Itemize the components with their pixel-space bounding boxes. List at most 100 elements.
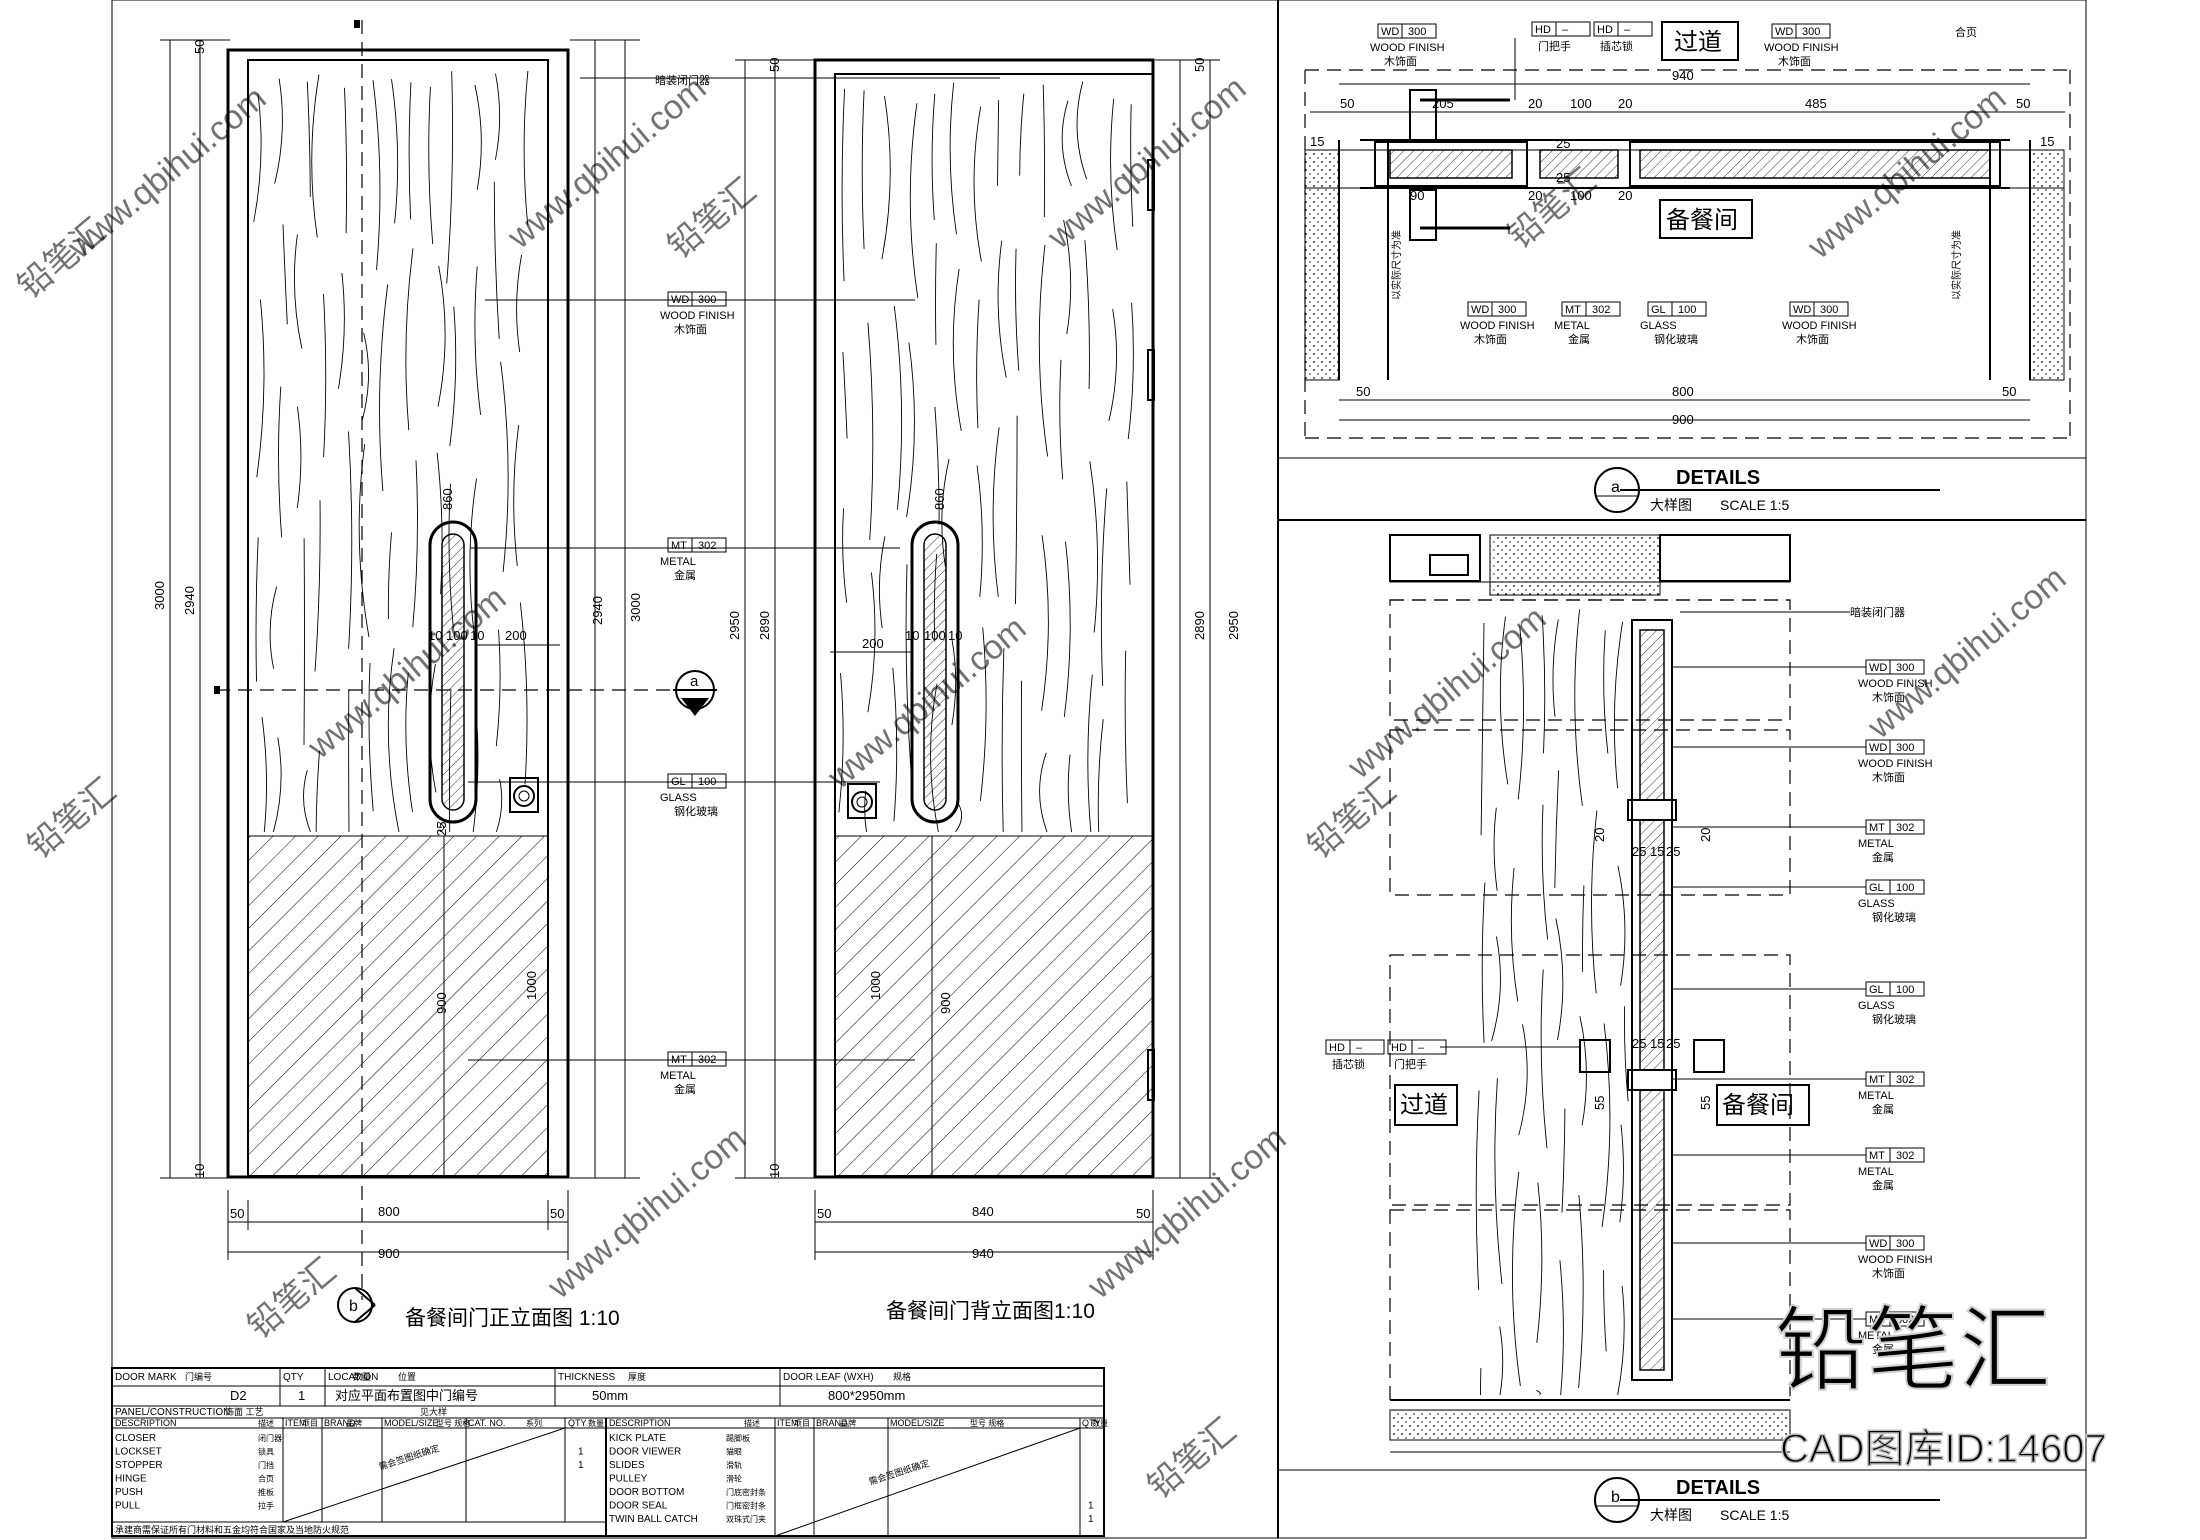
sched-r6-qty: 1 [1088,1514,1094,1525]
detail-b-glass-1-num: 100 [1896,882,1914,894]
dim-front-seg1: 10 [428,628,442,643]
dim-front-bottom10: 10 [192,1164,207,1178]
dim-back-seg2: 100 [924,628,946,643]
door-schedule [111,1367,1105,1537]
sched-h3-en: THICKNESS [558,1372,616,1383]
sched-hl-1: 描述 [258,1418,274,1428]
detail-b-door-section [1631,619,1673,1381]
dim-front-25: 25 [434,822,449,836]
dim-back-side-r: 50 [1136,1206,1150,1221]
sched-h4-en: DOOR LEAF (WXH) [783,1372,874,1383]
detail-a-bot-1: 50 [1356,384,1370,399]
wm-logo-6: 铅笔汇 [241,1251,344,1346]
detail-a-tag-wood-tl-cn: 木饰面 [1384,54,1417,68]
detail-b-small-9: 55 [1592,1096,1607,1110]
detail-a-tag-bolt-cn: 插芯锁 [1600,39,1633,53]
front-tag-metal-2-en: METAL [660,1070,696,1082]
sched-h1-cn: 数量 [353,1371,371,1382]
detail-b-tag-pull: HD–门把手 [1387,1039,1447,1071]
sched-hl-3: 项目 [302,1419,318,1428]
detail-b-wood-1-code: WD [1869,662,1887,674]
detail-a-small-8: 15 [2040,134,2054,149]
detail-a: 50 205 20 100 20 485 50 940 50 800 50 90… [1304,21,2071,439]
detail-a-tag-metal-num: 302 [1592,304,1610,316]
sched-r6-en: TWIN BALL CATCH [609,1514,698,1525]
detail-b-glass-2-en: GLASS [1858,1000,1895,1012]
sched-hl-5: 品牌 [346,1418,362,1428]
front-view-title: 备餐间门正立面图 1:10 [405,1307,620,1330]
sched-hr-2: ITEM [777,1418,799,1428]
detail-b-metal-3-cn: 金属 [1872,1178,1894,1192]
front-tag-wood-en: WOOD FINISH [660,310,735,322]
detail-b-wood-2-num: 300 [1896,742,1914,754]
dim-back-top50r: 50 [1192,58,1207,72]
detail-b-metal-3-code: MT [1869,1150,1885,1162]
wm-logo-7: 铅笔汇 [1141,1411,1244,1506]
sched-r2-cn: 滑轨 [726,1460,742,1470]
front-tag-metal-2-code: MT [671,1054,687,1066]
sched-hl-2: ITEM [285,1418,307,1428]
wm-url-8: www.qbihui.com [540,1119,753,1307]
detail-b-metal-1-en: METAL [1858,838,1894,850]
detail-a-dim-7: 50 [2016,96,2030,111]
dim-back-900v: 900 [938,992,953,1014]
wm-cad-id: CAD图库ID:14607 [1780,1427,2107,1471]
sched-l2-cn: 门挡 [258,1460,274,1470]
front-pull-handle [428,520,478,824]
sched-hr-8: QTY [1082,1418,1101,1428]
sched-panel-en: PANEL/CONSTRUCTION [115,1407,230,1418]
detail-a-tag-wood-tr-num: 300 [1802,26,1820,38]
detail-a-tag-wood-bl-num: 300 [1498,304,1516,316]
detail-a-tag-glass-cn: 钢化玻璃 [1654,332,1698,346]
sched-hl-9: 系列 [526,1418,542,1428]
detail-b-glass-2-num: 100 [1896,984,1914,996]
detail-a-dim-2: 205 [1432,96,1454,111]
sched-h0-en: DOOR MARK [115,1372,177,1383]
detail-b-metal-2-num: 302 [1896,1074,1914,1086]
front-view-marker: b [337,1287,376,1323]
detail-b-metal-4-code: MT [1869,1314,1885,1326]
dim-front-side-r: 50 [550,1206,564,1221]
back-view-title: 备餐间门背立面图1:10 [886,1300,1095,1323]
front-kick-panel [247,835,549,1177]
back-kick-panel [834,835,1154,1177]
wm-logo-5: 铅笔汇 [1301,771,1404,866]
front-wood-grain [253,70,529,833]
wm-logo-2: 铅笔汇 [661,171,764,266]
detail-a-pantry: 备餐间 [1666,207,1738,234]
wm-big-logo: 铅笔汇 [1775,1300,2051,1402]
dim-front-900v: 900 [434,992,449,1014]
detail-a-small-5: 25 [1556,136,1570,151]
detail-b-wood-3-cn: 木饰面 [1872,1266,1905,1280]
detail-b-heading: DETAILS [1676,1477,1760,1499]
back-lock [847,783,877,819]
detail-b-tag-bolt: HD–插芯锁 [1325,1039,1385,1071]
detail-a-total-top: 940 [1672,68,1694,83]
dim-back-right2950: 2950 [1226,611,1241,640]
dim-front-3000: 3000 [152,581,167,610]
detail-b-scale: SCALE 1:5 [1720,1507,1789,1523]
sched-r5-qty: 1 [1088,1501,1094,1512]
front-tag-metal-2-cn: 金属 [674,1082,696,1096]
detail-b-wood-2-en: WOOD FINISH [1858,758,1933,770]
sched-hl-7: 型号 规格 [436,1418,470,1428]
sched-panel-cn: 饰面 工艺 [225,1406,264,1417]
dim-front-1000v: 1000 [524,971,539,1000]
detail-b-metal-1-num: 302 [1896,822,1914,834]
detail-a-tag-pull-num: – [1562,24,1569,36]
dim-back-seg1: 10 [905,628,919,643]
back-elevation: 2950 2890 50 50 10 2890 2950 840 940 50 … [727,58,1241,1323]
sched-l5-en: PULL [115,1501,140,1512]
dim-front-top50: 50 [192,40,207,54]
wm-logo-4: 铅笔汇 [21,771,124,866]
sched-hl-4: BRAND [324,1418,356,1428]
sched-r0-en: KICK PLATE [609,1433,666,1444]
dim-back-seg3: 10 [948,628,962,643]
detail-a-tag-pull: HD–门把手 [1531,21,1591,53]
front-marker-letter: b [349,1298,358,1315]
detail-b-wood-grain [1475,609,1629,1396]
